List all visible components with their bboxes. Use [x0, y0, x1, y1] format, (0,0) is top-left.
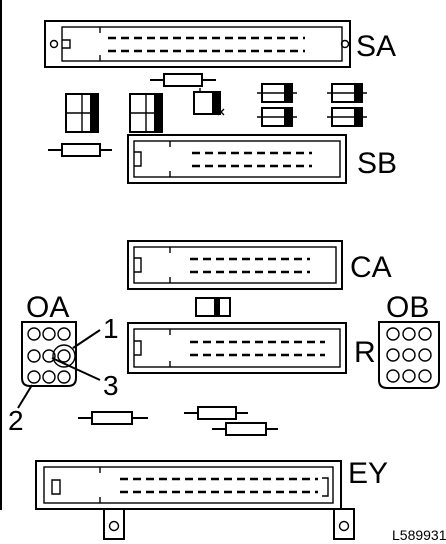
- fuse-5: [257, 107, 297, 127]
- oa-pin-3: [57, 327, 71, 341]
- ob-pin-3: [418, 327, 432, 341]
- ob-pin-1: [386, 327, 400, 341]
- ob-pin-7: [386, 369, 400, 383]
- ob-pin-8: [402, 369, 416, 383]
- label-r: R: [354, 336, 376, 369]
- connector-ey-key-right: [322, 477, 329, 497]
- resistor-low-3-body: [225, 422, 267, 436]
- oa-pin-1: [27, 327, 41, 341]
- connector-sb: [127, 134, 347, 184]
- connector-sb-outer: [127, 134, 347, 184]
- connector-sb-inner: [133, 140, 341, 178]
- label-ey: EY: [348, 457, 388, 490]
- callout-2-label: 2: [8, 405, 24, 436]
- connector-ob: [378, 321, 440, 389]
- fuse-mid: [195, 297, 231, 317]
- oa-pin-7: [27, 370, 41, 384]
- ob-pin-6: [418, 348, 432, 362]
- ob-pin-9: [418, 369, 432, 383]
- connector-sa-mount-left: [49, 39, 59, 49]
- label-ca: CA: [350, 251, 392, 284]
- oa-pin-6: [57, 349, 71, 363]
- relay-2: [129, 93, 163, 133]
- connector-sa-mount-right: [340, 39, 350, 49]
- resistor-low-2-body: [197, 406, 237, 420]
- fuse-7-shade: [354, 108, 362, 126]
- oa-pin-2: [42, 327, 56, 341]
- connector-r-outer: [127, 322, 347, 374]
- connector-r-inner: [133, 328, 341, 368]
- callout-2-leader: [17, 384, 33, 409]
- fuse-4: [257, 83, 297, 103]
- connector-ca: [127, 240, 343, 290]
- resistor-low-1-body: [91, 411, 133, 425]
- connector-ob-body: [378, 321, 440, 389]
- connector-ey: [35, 460, 355, 540]
- label-oa: OA: [26, 291, 69, 324]
- connector-oa: [21, 321, 77, 387]
- reference-code: L589931: [392, 527, 446, 543]
- oa-pin-8: [42, 370, 56, 384]
- connector-ey-key-left: [51, 479, 61, 495]
- fuse-mid-shade: [214, 298, 220, 316]
- relay-2-shade: [154, 94, 162, 132]
- oa-pin-4: [27, 349, 41, 363]
- connector-sa-outer: [44, 20, 351, 68]
- resistor-top-body: [163, 73, 203, 87]
- label-sa: SA: [356, 30, 396, 63]
- connector-ca-inner: [133, 246, 337, 284]
- relay-3-shade: [212, 92, 220, 114]
- resistor-low-2: [184, 406, 248, 420]
- connector-ca-key: [134, 257, 142, 273]
- label-ob: OB: [386, 291, 429, 324]
- connector-ey-mount-tab-right: [333, 508, 355, 540]
- ob-pin-5: [402, 348, 416, 362]
- oa-pin-5: [42, 349, 56, 363]
- relay-1: [65, 93, 99, 133]
- connector-ey-inner: [43, 466, 334, 504]
- ob-pin-4: [386, 348, 400, 362]
- fuse-7: [327, 107, 367, 127]
- connector-sb-key: [134, 151, 142, 167]
- resistor-low-3: [212, 422, 278, 436]
- callout-1-leader: [72, 329, 101, 349]
- ob-pin-2: [402, 327, 416, 341]
- resistor-low-1: [78, 411, 148, 425]
- relay-3-mark: [217, 108, 225, 116]
- resistor-top: [150, 73, 216, 87]
- relay-3: [193, 88, 225, 116]
- resistor-sb-body: [61, 143, 101, 157]
- fuse-4-shade: [284, 84, 292, 102]
- connector-ey-mount-hole-left: [108, 520, 120, 532]
- connector-ca-outer: [127, 240, 343, 290]
- connector-ey-mount-hole-right: [338, 520, 350, 532]
- oa-pin-9: [57, 370, 71, 384]
- callout-3-leader: [51, 357, 101, 381]
- connector-oa-body: [21, 321, 77, 387]
- connector-sa-key: [62, 39, 71, 49]
- oa-pin-highlight: [52, 344, 76, 368]
- fuse-5-shade: [284, 108, 292, 126]
- connector-r-key: [134, 340, 142, 356]
- fuse-6: [327, 83, 367, 103]
- label-sb: SB: [357, 147, 397, 180]
- connector-ey-mount-tab-left: [103, 508, 125, 540]
- fuse-6-shade: [354, 84, 362, 102]
- resistor-sb: [48, 143, 112, 157]
- callout-1-label: 1: [103, 313, 119, 344]
- connector-sa-inner: [61, 26, 343, 62]
- callout-3-label: 3: [103, 370, 119, 401]
- connector-sa: [44, 20, 351, 68]
- relay-1-shade: [90, 94, 98, 132]
- connector-r: [127, 322, 347, 374]
- connector-ey-outer: [35, 460, 342, 510]
- fuse-mid-body: [195, 297, 231, 317]
